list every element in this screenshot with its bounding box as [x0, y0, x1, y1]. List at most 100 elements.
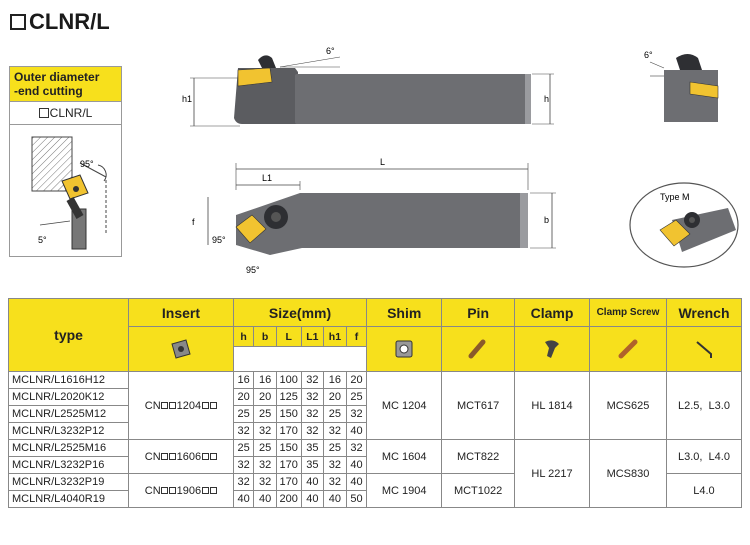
pin-icon-cell: [441, 326, 516, 372]
cell-L1: 35: [300, 456, 325, 474]
cell-h1: 32: [323, 456, 347, 474]
cell-h1: 20: [323, 388, 347, 406]
cell-f: 40: [345, 422, 368, 440]
h-dimension-label: h: [544, 94, 549, 104]
side-panel-heading: Outer diameter -end cutting: [10, 67, 121, 101]
cell-h1: 25: [323, 405, 347, 423]
cell-h: 32: [232, 456, 255, 474]
insert-code: 1906: [176, 484, 202, 497]
row-type: MCLNR/L2525M12: [7, 405, 130, 423]
row-type: MCLNR/L3232P16: [7, 456, 130, 474]
cell-b: 20: [253, 388, 277, 406]
cell-h1: 32: [323, 473, 347, 491]
cell-h: 32: [232, 473, 255, 491]
cell-b: 25: [253, 405, 277, 423]
heading-line-2: -end cutting: [14, 84, 83, 98]
cell-h: 20: [232, 388, 255, 406]
header-shim: Shim: [366, 298, 443, 327]
cell-L: 150: [275, 405, 302, 423]
header-clamp: Clamp: [514, 298, 590, 327]
insert-icon: [171, 339, 191, 359]
shim-icon-cell: [366, 326, 443, 372]
plan-insert-shape: [235, 214, 267, 244]
clamp-screw-group-2: MCS830: [588, 439, 667, 508]
header-pin: Pin: [441, 298, 516, 327]
heading-line-1: Outer diameter: [14, 70, 100, 84]
size-col-b: b: [253, 326, 277, 347]
header-size: Size(mm): [232, 298, 368, 327]
insert-code: 1606: [176, 450, 202, 463]
wrench-group-2: L3.0, L4.0: [665, 439, 743, 474]
cell-L: 200: [275, 490, 302, 508]
cell-h1: 40: [323, 490, 347, 508]
type-m-detail: Type M: [629, 182, 739, 268]
cell-h1: 32: [323, 422, 347, 440]
size-col-h: h: [232, 326, 255, 347]
cell-h: 25: [232, 439, 255, 457]
cell-h: 25: [232, 405, 255, 423]
side-panel-code-text: CLNR/L: [49, 106, 93, 120]
insert-group-2: CN 1606: [128, 439, 234, 474]
b-dimension-label: b: [544, 215, 549, 225]
row-type: MCLNR/L2525M16: [7, 439, 130, 457]
size-col-L1: L1: [300, 326, 325, 347]
shim-group-2: MC 1604: [366, 439, 443, 474]
cell-f: 25: [345, 388, 368, 406]
cell-f: 40: [345, 456, 368, 474]
side-angle-95: 95°: [80, 159, 94, 169]
cell-f: 32: [345, 405, 368, 423]
clamp-icon-cell: [514, 326, 590, 372]
code-box-glyph: [38, 108, 49, 118]
side-angle-5: 5°: [38, 235, 47, 245]
cell-h: 32: [232, 422, 255, 440]
insert-code: 1204: [176, 399, 202, 412]
plan-view-drawing: L L1 f 95° 95° b: [192, 157, 556, 275]
insert-prefix: CN: [144, 450, 161, 463]
cell-f: 32: [345, 439, 368, 457]
L1-dimension-label: L1: [262, 173, 272, 183]
table-row: MCLNR/L4040R19 40 40 200 40 40 50: [7, 490, 742, 508]
row-type: MCLNR/L2020K12: [7, 388, 130, 406]
cell-h1: 16: [323, 371, 347, 389]
cutting-sketch: 95° 5°: [10, 125, 121, 256]
cell-b: 25: [253, 439, 277, 457]
plan-angle-95-b: 95°: [246, 265, 260, 275]
cell-f: 50: [345, 490, 368, 508]
cell-L1: 40: [300, 473, 325, 491]
cell-b: 16: [253, 371, 277, 389]
size-col-f: f: [345, 326, 368, 347]
header-insert: Insert: [128, 298, 234, 327]
cell-b: 32: [253, 456, 277, 474]
clamp-group-1: HL 1814: [514, 371, 590, 440]
wrench-group-3: L4.0: [665, 473, 743, 508]
side-view-angle-6: 6°: [644, 50, 653, 60]
cell-f: 20: [345, 371, 368, 389]
row-type: MCLNR/L3232P19: [7, 473, 130, 491]
cell-L: 150: [275, 439, 302, 457]
header-wrench: Wrench: [665, 298, 743, 327]
shim-group-1: MC 1204: [366, 371, 443, 440]
size-col-h1: h1: [323, 326, 347, 347]
table-row: MCLNR/L2020K12 20 20 125 32 20 25: [7, 388, 742, 406]
clamp-icon: [545, 340, 560, 358]
cell-b: 32: [253, 473, 277, 491]
wrench-icon: [696, 341, 712, 358]
pin-group-3: MCT1022: [441, 473, 516, 508]
title-checkbox-glyph: [10, 14, 26, 30]
wrench-icon-cell: [665, 326, 743, 372]
top-view-drawing: h1 6° h: [182, 46, 554, 127]
table-row: MCLNR/L3232P16 32 32 170 35 32 40: [7, 456, 742, 474]
cell-L1: 32: [300, 422, 325, 440]
cell-L: 170: [275, 473, 302, 491]
size-icon-spacer: [232, 346, 368, 372]
clamp-screw-icon: [618, 339, 638, 359]
row-type: MCLNR/L3232P12: [7, 422, 130, 440]
top-angle-6: 6°: [326, 46, 335, 56]
cell-L1: 32: [300, 405, 325, 423]
cell-L: 170: [275, 456, 302, 474]
